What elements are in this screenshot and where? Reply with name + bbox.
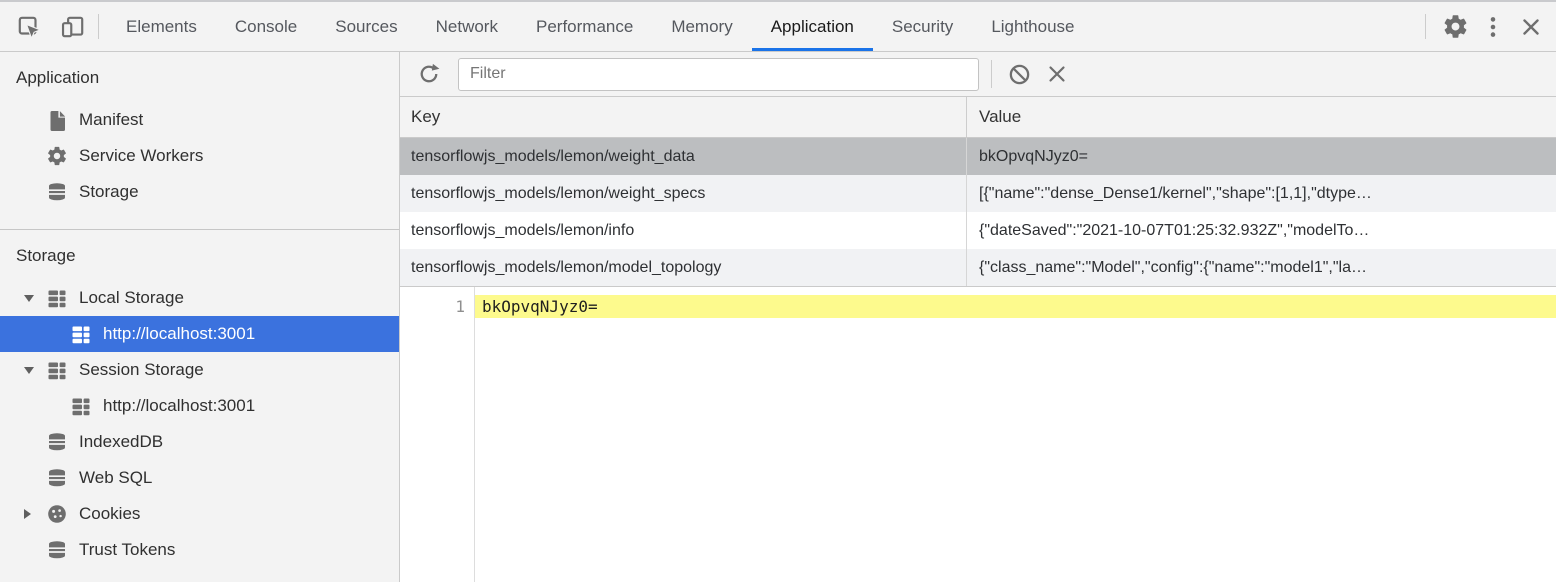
sidebar-item-label: Web SQL (79, 468, 153, 487)
tab-network[interactable]: Network (435, 16, 498, 36)
tab-memory[interactable]: Memory (671, 16, 733, 36)
panel-tabs: Elements Console Sources Network Perform… (107, 2, 1094, 51)
toolbar-divider (1425, 14, 1426, 39)
sidebar-item-label: http://localhost:3001 (103, 324, 256, 343)
device-toolbar-icon[interactable] (56, 10, 90, 44)
table-row[interactable]: tensorflowjs_models/lemon/weight_specs [… (400, 175, 1556, 212)
tab-elements[interactable]: Elements (126, 16, 197, 36)
sidebar-item-label: Manifest (79, 110, 144, 129)
settings-gear-icon[interactable] (1438, 10, 1472, 44)
expand-arrow-icon[interactable] (24, 509, 41, 519)
main-toolbar: Elements Console Sources Network Perform… (0, 2, 1556, 52)
expand-arrow-icon[interactable] (24, 294, 41, 302)
sidebar-item-cookies[interactable]: Cookies (0, 496, 399, 532)
row-key-cell: tensorflowjs_models/lemon/weight_specs (411, 184, 706, 202)
row-value-cell: bkOpvqNJyz0= (966, 138, 1556, 175)
toolbar-divider (98, 14, 99, 39)
application-sidebar: Application Manifest Service Workers Sto… (0, 52, 400, 582)
database-icon (47, 182, 67, 202)
sidebar-item-trust-tokens[interactable]: Trust Tokens (0, 532, 399, 568)
clear-all-icon[interactable] (1004, 59, 1034, 89)
table-icon (72, 326, 90, 344)
highlighted-value-line: bkOpvqNJyz0= (475, 295, 1556, 318)
toolbar-divider (991, 60, 992, 88)
tab-sources[interactable]: Sources (335, 16, 398, 36)
row-value-cell: [{"name":"dense_Dense1/kernel","shape":[… (966, 175, 1556, 212)
tab-lighthouse[interactable]: Lighthouse (991, 16, 1075, 36)
tab-application[interactable]: Application (752, 2, 873, 51)
tab-security[interactable]: Security (891, 16, 954, 36)
document-icon (50, 111, 66, 131)
database-icon (47, 540, 67, 560)
more-options-icon[interactable] (1476, 10, 1510, 44)
sidebar-item-label: Trust Tokens (79, 540, 176, 559)
sidebar-item-storage[interactable]: Storage (0, 174, 399, 210)
sidebar-item-indexeddb[interactable]: IndexedDB (0, 424, 399, 460)
value-preview-content[interactable]: bkOpvqNJyz0= (475, 287, 1556, 582)
refresh-icon[interactable] (414, 59, 444, 89)
sidebar-item-service-workers[interactable]: Service Workers (0, 138, 399, 174)
sidebar-item-local-storage[interactable]: Local Storage (0, 280, 399, 316)
expand-arrow-icon[interactable] (24, 366, 41, 374)
database-icon (47, 468, 67, 488)
line-number: 1 (455, 297, 465, 316)
column-header-value[interactable]: Value (966, 97, 1556, 137)
value-preview-pane: 1 bkOpvqNJyz0= (400, 286, 1556, 582)
inspect-element-icon[interactable] (12, 10, 46, 44)
toolbar-right-icons (1417, 2, 1556, 51)
table-icon (48, 362, 66, 380)
sidebar-item-sessionstorage-origin[interactable]: http://localhost:3001 (0, 388, 399, 424)
sidebar-item-label: Cookies (79, 504, 141, 523)
row-key-cell: tensorflowjs_models/lemon/info (411, 221, 635, 239)
sidebar-item-localstorage-origin[interactable]: http://localhost:3001 (0, 316, 399, 352)
sidebar-item-label: Service Workers (79, 146, 204, 165)
tab-console[interactable]: Console (234, 16, 298, 36)
row-key-cell: tensorflowjs_models/lemon/model_topology (411, 258, 722, 276)
section-title-storage: Storage (16, 246, 76, 265)
datagrid-header: Key Value (400, 97, 1556, 138)
column-header-key[interactable]: Key (411, 107, 441, 126)
sidebar-item-manifest[interactable]: Manifest (0, 102, 399, 138)
filter-input[interactable] (458, 57, 979, 91)
sidebar-section-storage: Storage Local Storage http://localhost:3… (0, 229, 399, 568)
table-row[interactable]: tensorflowjs_models/lemon/info {"dateSav… (400, 212, 1556, 249)
delete-selected-icon[interactable] (1042, 59, 1072, 89)
sidebar-item-label: Storage (79, 182, 139, 201)
toolbar-left-icons (0, 2, 90, 51)
application-panel: Application Manifest Service Workers Sto… (0, 52, 1556, 582)
table-icon (48, 290, 66, 308)
sidebar-item-label: Local Storage (79, 288, 184, 307)
sidebar-section-application: Application Manifest Service Workers Sto… (0, 52, 399, 229)
database-icon (47, 432, 67, 452)
close-devtools-icon[interactable] (1514, 10, 1548, 44)
table-row[interactable]: tensorflowjs_models/lemon/model_topology… (400, 249, 1556, 286)
row-value-cell: {"dateSaved":"2021-10-07T01:25:32.932Z",… (966, 212, 1556, 249)
sidebar-item-label: IndexedDB (79, 432, 164, 451)
sidebar-item-web-sql[interactable]: Web SQL (0, 460, 399, 496)
line-number-gutter: 1 (400, 287, 475, 582)
cookie-icon (48, 505, 66, 523)
section-title-application: Application (16, 68, 100, 87)
sidebar-item-session-storage[interactable]: Session Storage (0, 352, 399, 388)
tab-performance[interactable]: Performance (535, 16, 634, 36)
storage-toolbar (400, 52, 1556, 97)
gear-icon (48, 146, 66, 166)
row-key-cell: tensorflowjs_models/lemon/weight_data (411, 147, 695, 165)
table-icon (72, 398, 90, 416)
table-row[interactable]: tensorflowjs_models/lemon/weight_data bk… (400, 138, 1556, 175)
sidebar-item-label: Session Storage (79, 360, 204, 379)
row-value-cell: {"class_name":"Model","config":{"name":"… (966, 249, 1556, 286)
sidebar-item-label: http://localhost:3001 (103, 396, 256, 415)
local-storage-view: Key Value tensorflowjs_models/lemon/weig… (400, 52, 1556, 582)
